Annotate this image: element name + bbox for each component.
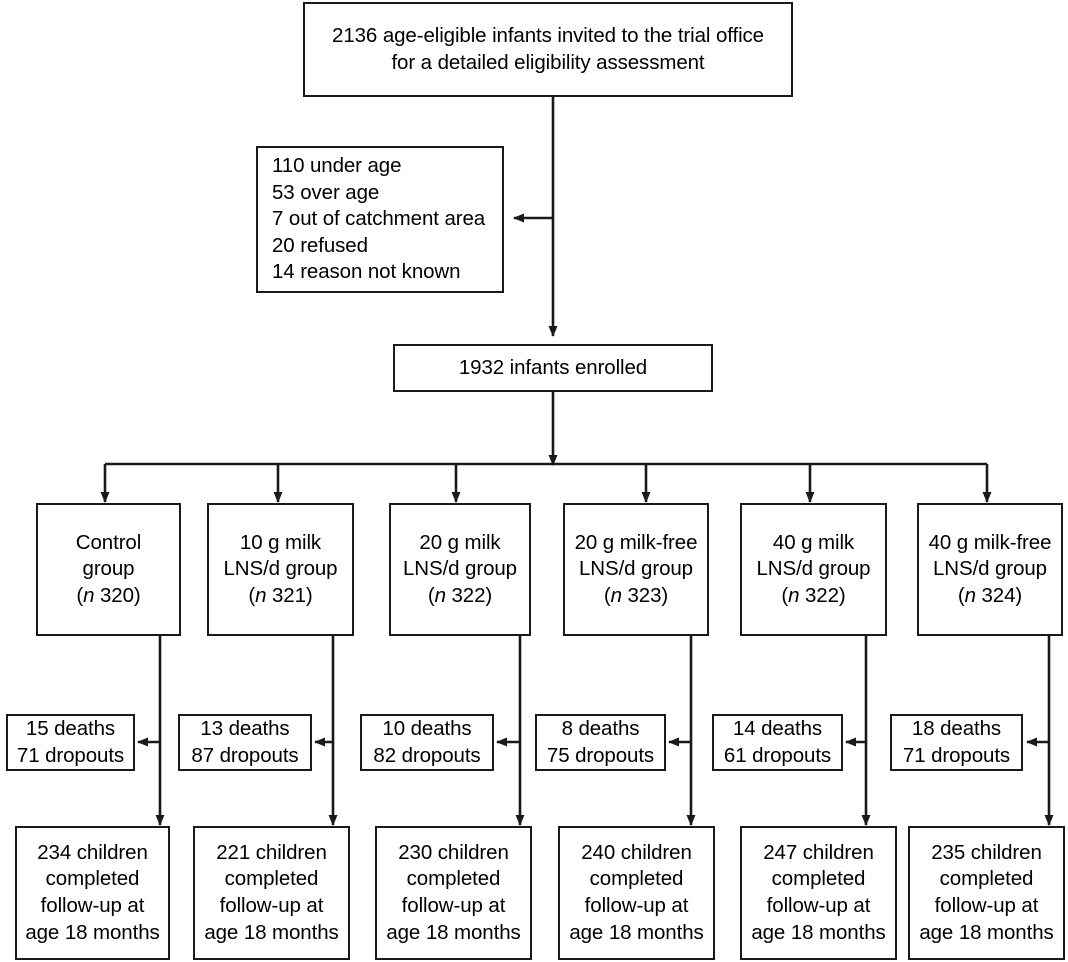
group-2-n-symbol: n — [255, 583, 267, 607]
invited-infants-box: 2136 age-eligible infants invited to the… — [303, 2, 793, 97]
group-box-10g-milk: 10 g milk LNS/d group (n 321) — [207, 503, 354, 636]
group-1-n-symbol: n — [83, 583, 95, 607]
losses-2-dropouts: 87 dropouts — [191, 743, 299, 767]
group-5-n-symbol: n — [788, 583, 800, 607]
completed-box-3: 230 children completed follow-up at age … — [375, 826, 532, 960]
losses-5-dropouts: 61 dropouts — [723, 743, 832, 767]
exclusion-reason-refused: 20 refused — [272, 233, 368, 257]
invited-infants-line-2: for a detailed eligibility assessment — [391, 50, 705, 74]
group-5-line-1: 40 g milk — [772, 530, 855, 554]
group-3-n: (n 322) — [427, 583, 493, 607]
group-2-line-2: LNS/d group — [223, 557, 338, 581]
losses-box-1: 15 deaths 71 dropouts — [6, 714, 135, 771]
losses-1-dropouts: 71 dropouts — [16, 743, 125, 767]
group-6-line-1: 40 g milk-free — [928, 530, 1052, 554]
completed-4-line-4: age 18 months — [569, 920, 704, 944]
exclusions-box: 110 under age 53 over age 7 out of catch… — [256, 146, 504, 293]
group-4-line-1: 20 g milk-free — [574, 530, 698, 554]
group-3-line-1: 20 g milk — [419, 530, 501, 554]
exclusion-reason-not-known: 14 reason not known — [272, 260, 461, 284]
losses-4-deaths: 8 deaths — [561, 716, 640, 740]
completed-3-line-4: age 18 months — [386, 920, 521, 944]
group-4-n: (n 323) — [603, 583, 669, 607]
losses-5-deaths: 14 deaths — [732, 716, 823, 740]
losses-6-deaths: 18 deaths — [911, 716, 1002, 740]
group-5-n-value: 322) — [799, 583, 846, 607]
completed-box-1: 234 children completed follow-up at age … — [15, 826, 170, 960]
group-4-n-symbol: n — [610, 583, 622, 607]
completed-box-6: 235 children completed follow-up at age … — [908, 826, 1065, 960]
group-4-n-value: 323) — [621, 583, 669, 607]
losses-box-4: 8 deaths 75 dropouts — [535, 714, 666, 771]
completed-5-line-1: 247 children — [763, 840, 874, 864]
completed-box-4: 240 children completed follow-up at age … — [558, 826, 715, 960]
losses-box-3: 10 deaths 82 dropouts — [360, 714, 494, 771]
losses-2-deaths: 13 deaths — [200, 716, 290, 740]
group-6-line-2: LNS/d group — [932, 557, 1047, 581]
group-1-line-2: group — [82, 557, 135, 581]
group-4-line-2: LNS/d group — [578, 557, 693, 581]
completed-1-line-1: 234 children — [37, 840, 148, 864]
group-box-40g-milk: 40 g milk LNS/d group (n 322) — [740, 503, 887, 636]
group-6-n-symbol: n — [964, 583, 976, 607]
completed-4-line-2: completed — [589, 867, 684, 891]
completed-1-line-4: age 18 months — [25, 920, 160, 944]
losses-4-dropouts: 75 dropouts — [546, 743, 655, 767]
losses-3-dropouts: 82 dropouts — [373, 743, 481, 767]
group-3-line-2: LNS/d group — [402, 557, 517, 581]
completed-2-line-2: completed — [224, 867, 319, 891]
enrolled-infants-box: 1932 infants enrolled — [393, 344, 713, 392]
group-1-line-1: Control — [75, 530, 142, 554]
completed-1-line-2: completed — [45, 867, 140, 891]
completed-3-line-2: completed — [406, 867, 501, 891]
completed-3-line-3: follow-up at — [401, 894, 506, 917]
completed-6-line-3: follow-up at — [934, 894, 1039, 917]
group-2-n-value: 321) — [266, 583, 313, 607]
completed-5-line-3: follow-up at — [766, 894, 871, 917]
completed-6-line-4: age 18 months — [919, 920, 1054, 944]
completed-2-line-3: follow-up at — [219, 894, 324, 917]
completed-5-line-4: age 18 months — [751, 920, 886, 944]
group-5-n: (n 322) — [781, 583, 846, 607]
completed-6-line-1: 235 children — [931, 840, 1042, 864]
exclusion-reason-over-age: 53 over age — [272, 180, 380, 204]
losses-box-5: 14 deaths 61 dropouts — [712, 714, 843, 771]
group-6-n: (n 324) — [957, 583, 1023, 607]
losses-1-deaths: 15 deaths — [25, 716, 116, 740]
losses-6-dropouts: 71 dropouts — [902, 743, 1011, 767]
group-box-40g-milk-free: 40 g milk-free LNS/d group (n 324) — [917, 503, 1063, 636]
group-box-20g-milk-free: 20 g milk-free LNS/d group (n 323) — [563, 503, 709, 636]
completed-5-line-2: completed — [771, 867, 866, 891]
completed-4-line-3: follow-up at — [584, 894, 689, 917]
losses-3-deaths: 10 deaths — [382, 716, 472, 740]
group-5-line-2: LNS/d group — [756, 557, 871, 581]
group-1-n: (n 320) — [76, 583, 141, 607]
completed-3-line-1: 230 children — [398, 840, 509, 864]
group-1-n-value: 320) — [94, 583, 141, 607]
group-3-n-symbol: n — [434, 583, 446, 607]
group-box-control: Control group (n 320) — [36, 503, 181, 636]
completed-4-line-1: 240 children — [581, 840, 692, 864]
completed-6-line-2: completed — [939, 867, 1034, 891]
group-box-20g-milk: 20 g milk LNS/d group (n 322) — [389, 503, 531, 636]
completed-2-line-1: 221 children — [216, 840, 327, 864]
group-6-n-value: 324) — [975, 583, 1023, 607]
exclusion-reason-under-age: 110 under age — [272, 153, 402, 177]
group-2-n: (n 321) — [248, 583, 313, 607]
completed-box-5: 247 children completed follow-up at age … — [740, 826, 897, 960]
completed-1-line-3: follow-up at — [40, 894, 145, 917]
group-2-line-1: 10 g milk — [239, 530, 322, 554]
completed-box-2: 221 children completed follow-up at age … — [193, 826, 350, 960]
group-3-n-value: 322) — [445, 583, 493, 607]
invited-infants-line-1: 2136 age-eligible infants invited to the… — [332, 23, 764, 47]
exclusion-reason-out-of-catchment: 7 out of catchment area — [272, 207, 486, 231]
completed-2-line-4: age 18 months — [204, 920, 339, 944]
enrolled-infants-label: 1932 infants enrolled — [458, 355, 648, 379]
losses-box-6: 18 deaths 71 dropouts — [890, 714, 1023, 771]
losses-box-2: 13 deaths 87 dropouts — [178, 714, 312, 771]
